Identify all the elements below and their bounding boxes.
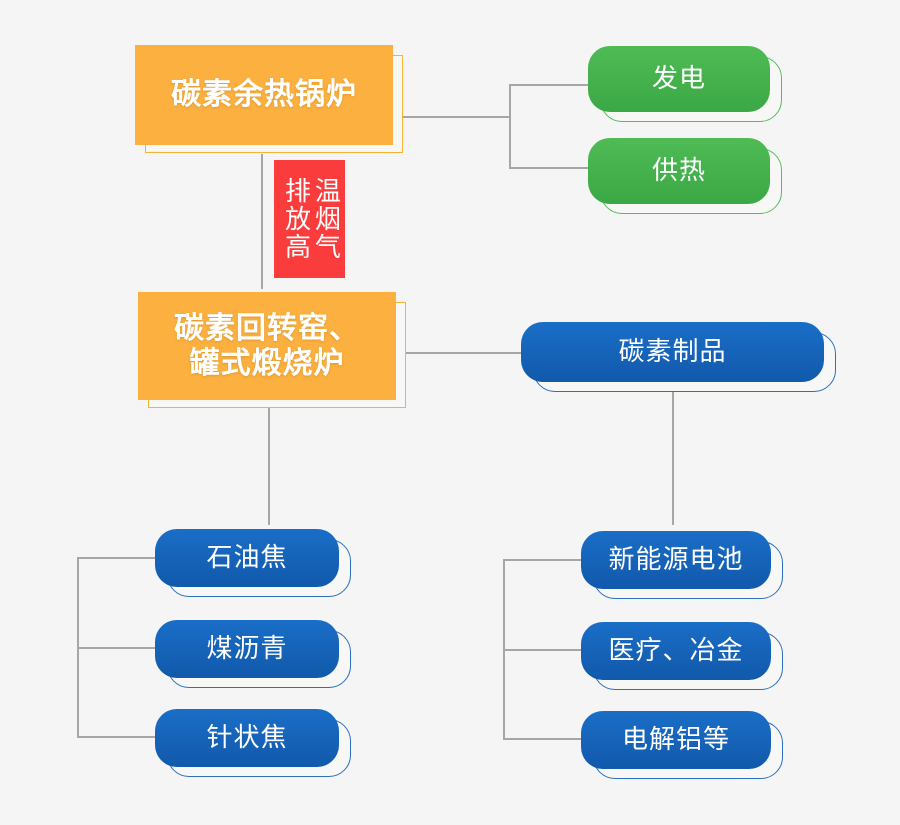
- connector-boiler-to-kiln: [261, 154, 263, 289]
- connector-boiler-to-bracket: [400, 116, 510, 118]
- node-boiler-label: 碳素余热锅炉: [171, 77, 357, 113]
- connector-kiln-down: [268, 407, 270, 525]
- node-raw-material-1-box[interactable]: 煤沥青: [155, 620, 339, 678]
- node-kiln-box[interactable]: 碳素回转窑、 罐式煅烧炉: [138, 292, 396, 400]
- node-heat-supply[interactable]: 供热: [588, 138, 782, 214]
- node-application-0-box[interactable]: 新能源电池: [581, 531, 771, 589]
- connector-raw-bracket-stub-3: [77, 736, 155, 738]
- node-application-2-label: 电解铝等: [621, 724, 730, 755]
- node-application-1-box[interactable]: 医疗、冶金: [581, 622, 771, 680]
- node-kiln[interactable]: 碳素回转窑、 罐式煅烧炉: [138, 292, 406, 408]
- connector-app-bracket: [503, 559, 505, 738]
- node-application-1-label: 医疗、冶金: [608, 635, 744, 666]
- node-flue-gas[interactable]: 温烟气 排放高: [274, 160, 345, 278]
- node-flue-gas-column-left: 排放高: [280, 177, 311, 261]
- connector-app-bracket-stub-1: [503, 559, 581, 561]
- node-kiln-label: 碳素回转窑、 罐式煅烧炉: [174, 310, 360, 381]
- node-raw-material-0-label: 石油焦: [206, 542, 288, 573]
- node-power-generation[interactable]: 发电: [588, 46, 782, 122]
- node-heat-supply-box[interactable]: 供热: [588, 138, 770, 204]
- node-application-2-box[interactable]: 电解铝等: [581, 711, 771, 769]
- node-power-generation-label: 发电: [651, 63, 706, 94]
- node-raw-material-0-box[interactable]: 石油焦: [155, 529, 339, 587]
- node-carbon-products-box[interactable]: 碳素制品: [521, 322, 824, 382]
- node-raw-material-2-box[interactable]: 针状焦: [155, 709, 339, 767]
- connector-app-bracket-stub-2: [503, 649, 581, 651]
- connector-kiln-to-products: [403, 352, 521, 354]
- connector-app-bracket-stub-3: [503, 738, 581, 740]
- node-flue-gas-column-right: 温烟气: [310, 177, 341, 261]
- connector-green-bracket: [509, 84, 511, 169]
- node-carbon-products-label: 碳素制品: [618, 336, 727, 367]
- node-raw-material-1-label: 煤沥青: [206, 633, 288, 664]
- node-power-generation-box[interactable]: 发电: [588, 46, 770, 112]
- node-raw-material-1[interactable]: 煤沥青: [155, 620, 351, 688]
- connector-bracket-to-power: [509, 84, 589, 86]
- node-raw-material-2[interactable]: 针状焦: [155, 709, 351, 777]
- connector-raw-bracket-stub-2: [77, 647, 155, 649]
- node-raw-material-2-label: 针状焦: [206, 722, 288, 753]
- node-application-1[interactable]: 医疗、冶金: [581, 622, 783, 690]
- node-boiler-box[interactable]: 碳素余热锅炉: [135, 45, 393, 145]
- node-heat-supply-label: 供热: [651, 155, 706, 186]
- node-application-0-label: 新能源电池: [608, 544, 744, 575]
- node-raw-material-0[interactable]: 石油焦: [155, 529, 351, 597]
- connector-raw-bracket-stub-1: [77, 557, 155, 559]
- connector-bracket-to-heat: [509, 167, 589, 169]
- connector-products-down: [672, 385, 674, 525]
- node-carbon-products[interactable]: 碳素制品: [521, 322, 836, 392]
- node-boiler[interactable]: 碳素余热锅炉: [135, 45, 403, 153]
- node-application-2[interactable]: 电解铝等: [581, 711, 783, 779]
- node-application-0[interactable]: 新能源电池: [581, 531, 783, 599]
